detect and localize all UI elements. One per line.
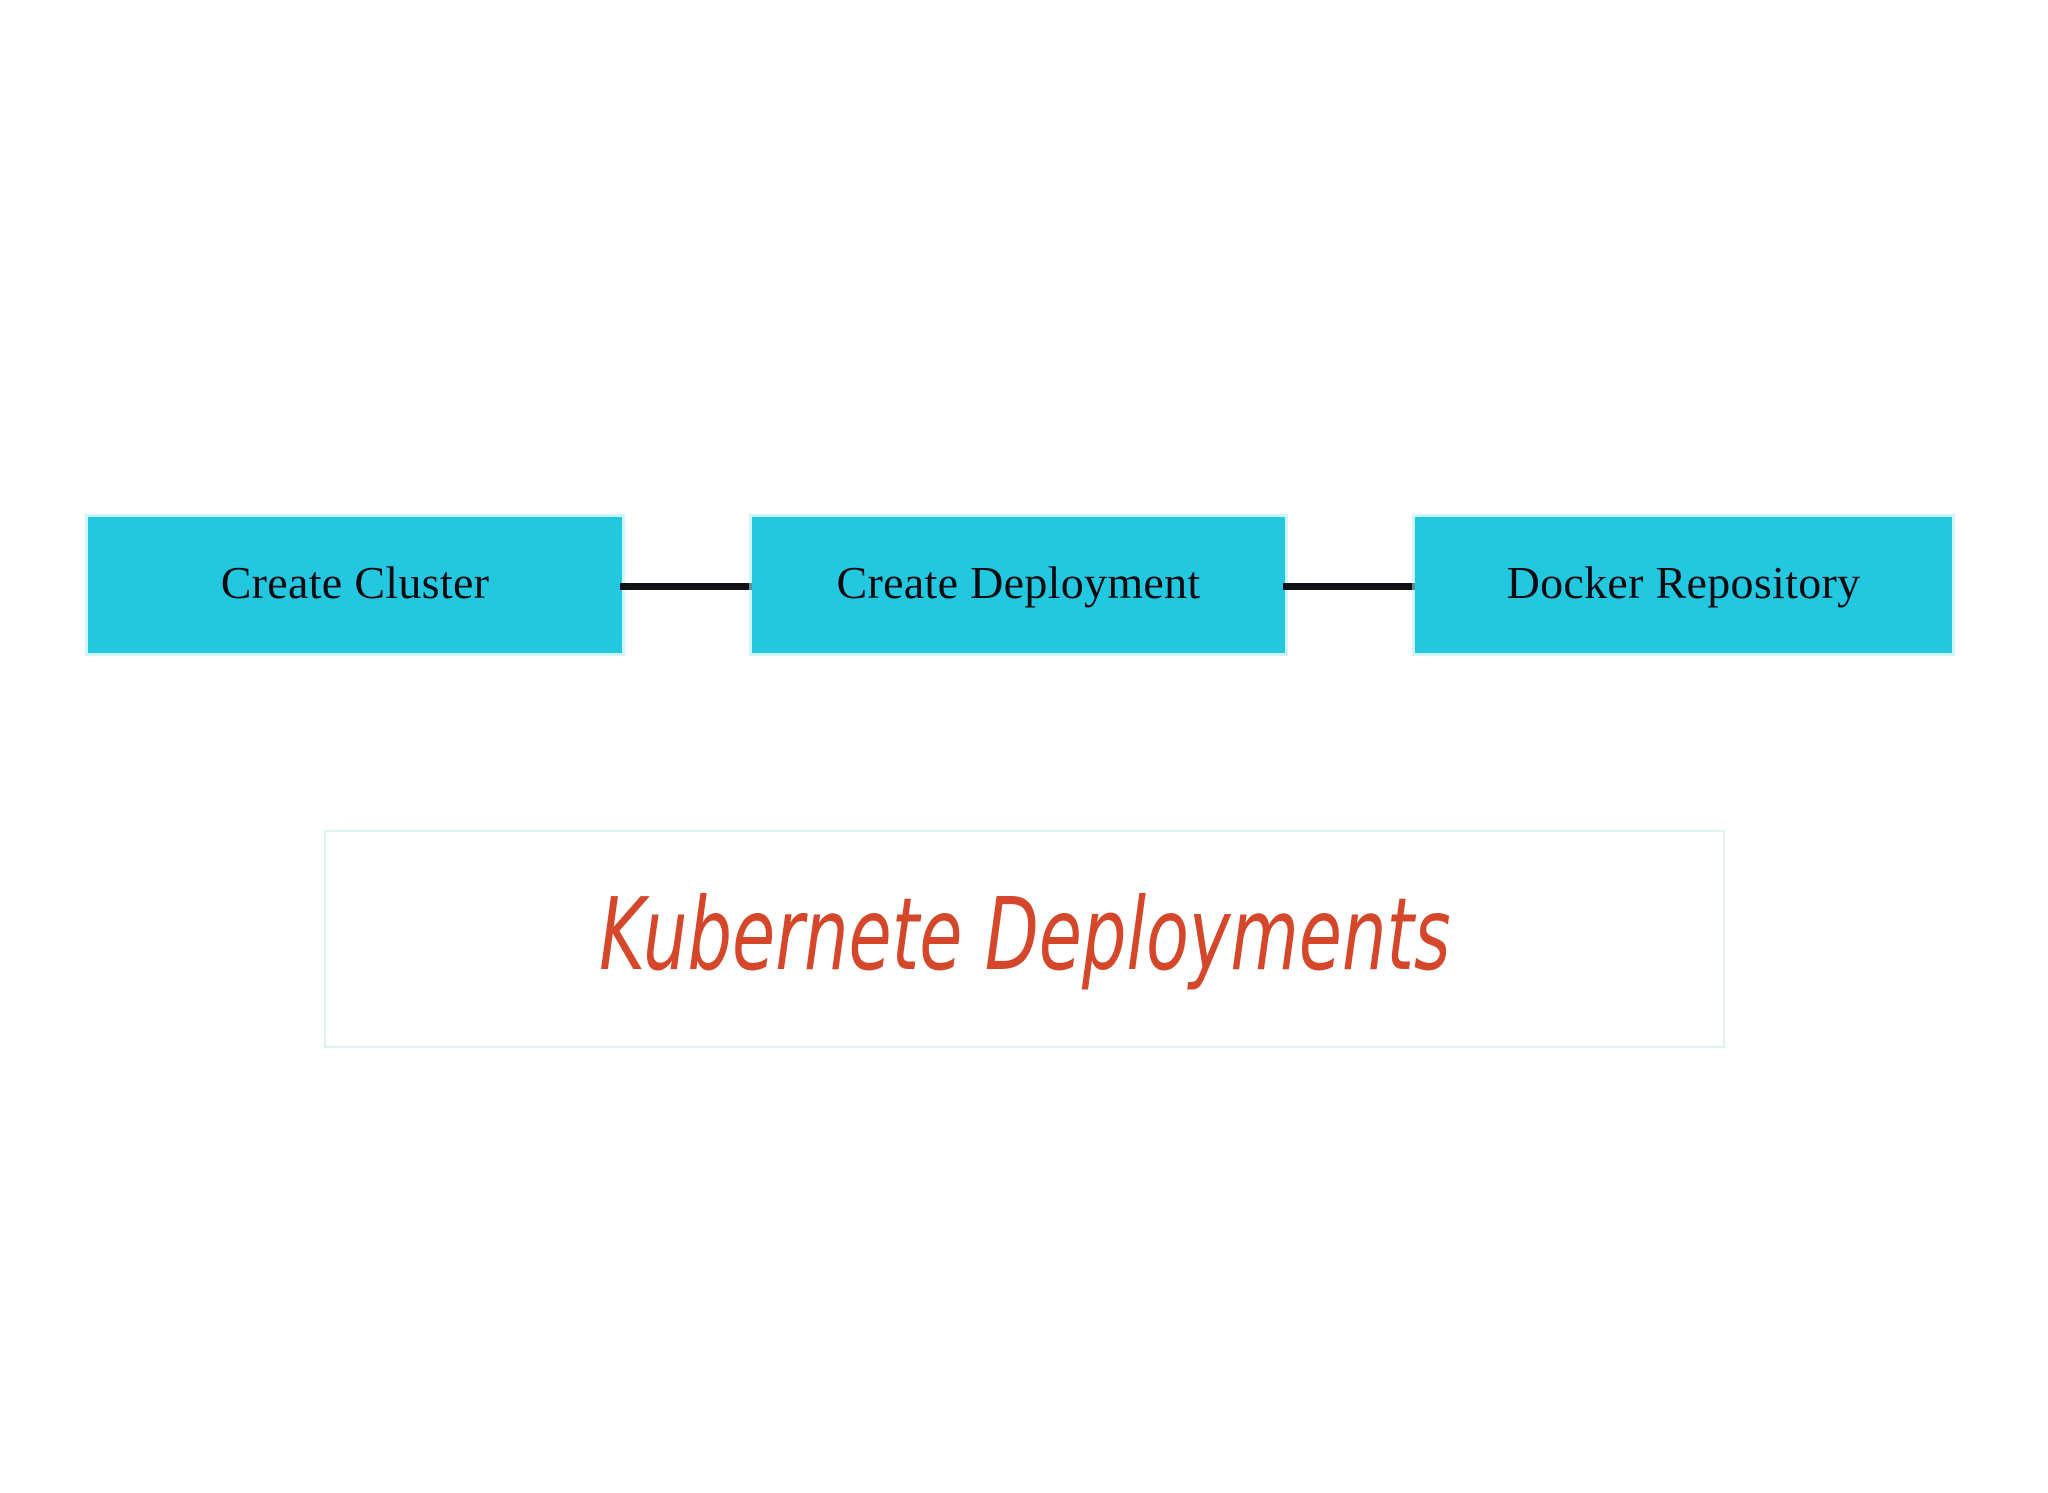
flow-node-create-deployment[interactable]: Create Deployment	[752, 517, 1285, 653]
flow-node-docker-repository[interactable]: Docker Repository	[1415, 517, 1952, 653]
flow-node-label: Docker Repository	[1506, 557, 1861, 608]
flow-node-label: Create Cluster	[220, 557, 490, 608]
connector-deployment-to-repository	[1283, 583, 1417, 590]
caption-panel: Kubernete Deployments	[324, 830, 1725, 1048]
connector-cluster-to-deployment	[620, 583, 754, 590]
flow-node-label: Create Deployment	[836, 557, 1201, 608]
caption-title: Kubernete Deployments	[598, 876, 1451, 993]
flow-node-create-cluster[interactable]: Create Cluster	[88, 517, 622, 653]
